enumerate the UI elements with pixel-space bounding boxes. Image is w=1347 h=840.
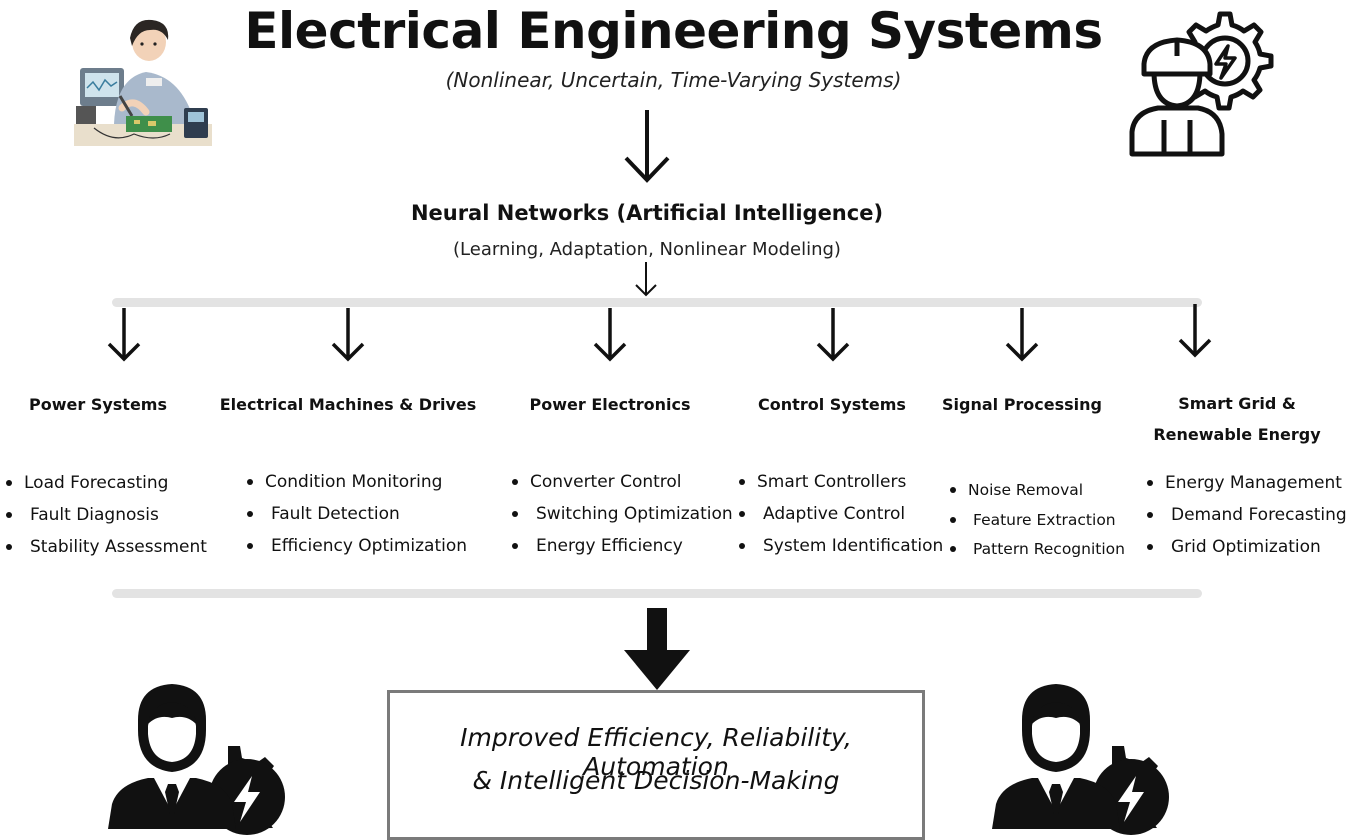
list-item: Adaptive Control (737, 503, 943, 535)
branch-arrow-icon (1178, 304, 1212, 358)
branch-arrow-icon (1005, 308, 1039, 362)
category-title-smart-grid: Smart Grid & Renewable Energy (1153, 394, 1321, 444)
list-item: Feature Extraction (948, 509, 1125, 539)
list-item: Switching Optimization (510, 503, 733, 535)
category-list-power-electronics: Converter Control Switching Optimization… (510, 471, 733, 567)
branch-arrow-icon (107, 308, 141, 362)
list-item: Fault Detection (245, 503, 467, 535)
list-item: Pattern Recognition (948, 538, 1125, 568)
list-item: Demand Forecasting (1145, 504, 1347, 536)
distribution-bar (112, 298, 1202, 307)
category-list-signal-processing: Noise Removal Feature Extraction Pattern… (948, 479, 1125, 568)
list-item: Smart Controllers (737, 471, 943, 503)
list-item: Fault Diagnosis (4, 504, 207, 536)
list-item: Converter Control (510, 471, 733, 503)
list-item: Energy Management (1145, 472, 1347, 504)
neural-network-subtitle: (Learning, Adaptation, Nonlinear Modelin… (453, 239, 841, 260)
branch-arrow-icon (816, 308, 850, 362)
list-item: Load Forecasting (4, 472, 207, 504)
small-arrow-down-icon (635, 262, 657, 297)
engineer-with-gear-bolt-icon (1129, 11, 1274, 157)
businessman-gear-bolt-icon (992, 684, 1169, 835)
result-text-line1: Improved Efficiency, Reliability, Automa… (460, 723, 852, 781)
merge-bar (112, 589, 1202, 598)
neural-network-title: Neural Networks (Artificial Intelligence… (410, 201, 884, 225)
category-list-machines-drives: Condition Monitoring Fault Detection Eff… (245, 471, 467, 567)
list-item: Efficiency Optimization (245, 535, 467, 567)
category-title-control-systems: Control Systems (758, 395, 906, 414)
arrow-down-icon (624, 110, 670, 183)
branch-arrow-icon (331, 308, 365, 362)
list-item: Grid Optimization (1145, 536, 1347, 568)
category-title-machines-drives: Electrical Machines & Drives (219, 395, 477, 414)
category-title-signal-processing: Signal Processing (941, 395, 1103, 414)
list-item: System Identification (737, 535, 943, 567)
category-title-power-electronics: Power Electronics (529, 395, 691, 414)
list-item: Energy Efficiency (510, 535, 733, 567)
branch-arrow-icon (593, 308, 627, 362)
category-title-power-systems: Power Systems (29, 395, 167, 414)
businessman-gear-bolt-icon (108, 684, 285, 835)
list-item: Stability Assessment (4, 536, 207, 568)
thick-arrow-down-icon (624, 608, 690, 690)
category-list-power-systems: Load Forecasting Fault Diagnosis Stabili… (4, 472, 207, 568)
result-box (387, 690, 925, 840)
list-item: Noise Removal (948, 479, 1125, 509)
category-list-smart-grid: Energy Management Demand Forecasting Gri… (1145, 472, 1347, 568)
diagram-subtitle: (Nonlinear, Uncertain, Time-Varying Syst… (445, 68, 902, 92)
diagram-title: Electrical Engineering Systems (244, 2, 1103, 60)
engineer-at-workbench-illustration (74, 16, 212, 148)
category-list-control-systems: Smart Controllers Adaptive Control Syste… (737, 471, 943, 567)
result-text-line2: & Intelligent Decision-Making (472, 766, 840, 795)
list-item: Condition Monitoring (245, 471, 467, 503)
